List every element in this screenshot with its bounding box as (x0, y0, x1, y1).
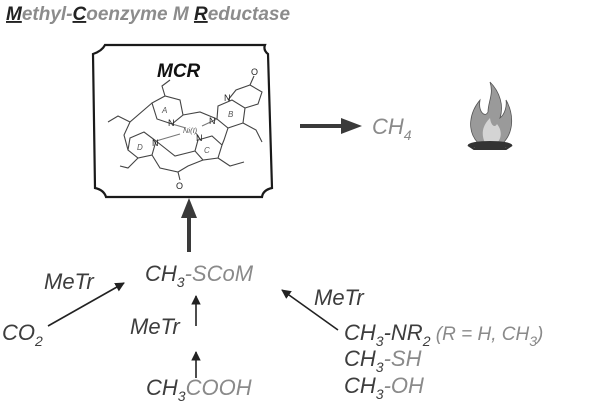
pathway-arrows (47, 282, 339, 378)
title-part-1: ethyl- (22, 4, 73, 25)
ring-label-b: B (228, 110, 234, 119)
arrow-co2-to-scom (47, 282, 125, 327)
methyl-coenzyme-m-label: CH3-SCoM (145, 261, 254, 290)
page-title: Methyl-Coenzyme M Reductase (6, 4, 290, 25)
arrow-methyl-sources-to-scom (281, 289, 339, 331)
ring-label-a: A (161, 106, 167, 115)
f430-cofactor-structure (107, 75, 263, 181)
methane-label: CH4 (372, 114, 412, 143)
nitrogen-atom-d: N (152, 138, 159, 148)
title-part-3: eductase (208, 4, 291, 25)
acetate-label: CH3COOH (146, 375, 252, 404)
nitrogen-atom-c: N (196, 133, 203, 143)
nitrogen-atom-top: N (224, 93, 231, 103)
fire-icon (467, 81, 513, 150)
nitrogen-atom-b: N (209, 116, 216, 126)
oxygen-atom-top: O (251, 67, 258, 77)
metr-label-right: MeTr (314, 285, 365, 310)
metr-label-middle: MeTr (130, 314, 181, 339)
mcr-label: MCR (157, 61, 201, 82)
mcr-enzyme-box: MCR (91, 43, 274, 199)
methylamine-label: CH3-NR2 (R = H, CH3) (344, 320, 543, 349)
title-part-2: oenzyme M (86, 4, 194, 25)
arrow-to-mcr (181, 198, 197, 252)
title-letter-m: M (6, 4, 23, 25)
title-letter-c: C (73, 4, 87, 25)
nitrogen-atom-a: N (168, 118, 175, 128)
ring-label-c: C (204, 146, 210, 155)
ring-label-d: D (137, 143, 143, 152)
co2-label: CO2 (2, 320, 43, 349)
nickel-center-label: Ni(I) (183, 126, 198, 135)
methanethiol-label: CH3-SH (344, 346, 422, 375)
title-letter-r: R (194, 4, 208, 25)
arrow-to-methane (300, 118, 362, 134)
metr-label-left: MeTr (44, 269, 95, 294)
methanol-label: CH3-OH (344, 373, 424, 402)
oxygen-atom-bottom: O (176, 181, 183, 191)
